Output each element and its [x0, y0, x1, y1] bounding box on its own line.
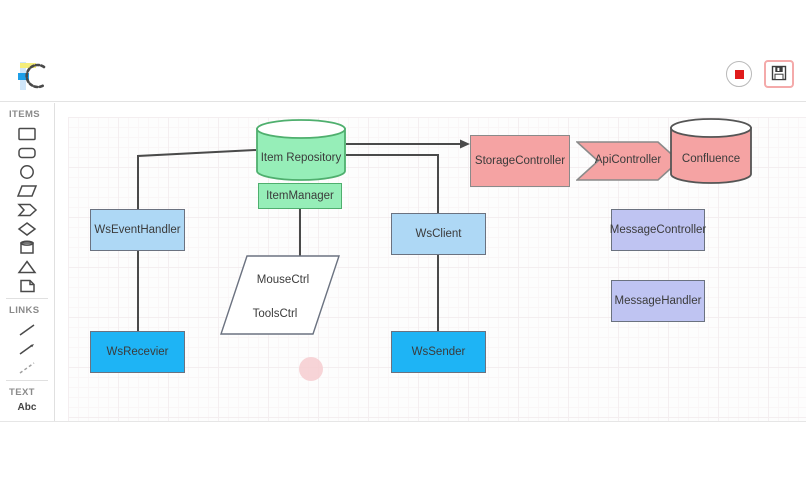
- palette-item-plain-line-link[interactable]: [0, 320, 54, 339]
- parallelogram-icon: [220, 255, 340, 335]
- palette-group-label-text: TEXT: [9, 387, 35, 398]
- palette-divider-1: [6, 298, 48, 299]
- palette-item-arrow-pentagon-shape[interactable]: [0, 200, 54, 219]
- diagram-node-label: WsEventHandler: [94, 223, 181, 236]
- arrow-pentagon-icon: [576, 141, 680, 181]
- palette-item-diamond-shape[interactable]: [0, 219, 54, 238]
- cursor-highlight-dot: [299, 357, 323, 381]
- record-button[interactable]: [726, 61, 752, 87]
- header-actions: [726, 60, 794, 88]
- diagram-node-label: ItemManager: [266, 189, 334, 202]
- diagram-node-item-manager[interactable]: ItemManager: [258, 183, 342, 209]
- palette-item-text-tool[interactable]: Abc: [17, 402, 37, 413]
- save-button[interactable]: [764, 60, 794, 88]
- diagram-node-ws-sender[interactable]: WsSender: [391, 331, 486, 373]
- palette-item-parallelogram-shape[interactable]: [0, 181, 54, 200]
- shape-palette-sidebar: ITEMS LINK: [0, 103, 55, 421]
- diagram-node-api-controller[interactable]: ApiController: [576, 141, 680, 181]
- app-logo: [14, 56, 54, 96]
- floppy-disk-icon: [771, 65, 787, 84]
- palette-item-rectangle-shape[interactable]: [0, 124, 54, 143]
- palette-item-circle-shape[interactable]: [0, 162, 54, 181]
- diagram-node-label: WsSender: [411, 345, 466, 358]
- palette-item-cylinder-shape[interactable]: [0, 238, 54, 257]
- palette-group-label-links: LINKS: [9, 305, 40, 316]
- palette-item-document-shape[interactable]: [0, 276, 54, 295]
- diagram-node-message-handler[interactable]: MessageHandler: [611, 280, 705, 322]
- palette-item-triangle-shape[interactable]: [0, 257, 54, 276]
- diagram-node-item-repository[interactable]: Item Repository: [256, 119, 346, 181]
- palette-group-label-items: ITEMS: [9, 109, 41, 120]
- diagram-node-ws-client[interactable]: WsClient: [391, 213, 486, 255]
- palette-item-rounded-rectangle-shape[interactable]: [0, 143, 54, 162]
- palette-item-arrow-line-link[interactable]: [0, 339, 54, 358]
- palette-item-dashed-line-link[interactable]: [0, 358, 54, 377]
- bottom-strip: [0, 421, 806, 502]
- diagram-node-label: WsClient: [415, 227, 462, 240]
- diagram-node-label: StorageController: [474, 154, 566, 167]
- cylinder-icon: [670, 118, 752, 184]
- palette-divider-2: [6, 380, 48, 381]
- app-header: [0, 0, 806, 102]
- diagram-node-label: WsRecevier: [106, 345, 169, 358]
- diagram-node-ws-receiver[interactable]: WsRecevier: [90, 331, 185, 373]
- diagram-node-confluence[interactable]: Confluence: [670, 118, 752, 184]
- diagram-node-label: MessageController: [609, 223, 707, 236]
- diagram-node-ws-event-handler[interactable]: WsEventHandler: [90, 209, 185, 251]
- cylinder-icon: [256, 119, 346, 181]
- diagram-node-label: MessageHandler: [614, 294, 702, 307]
- diagram-node-message-controller[interactable]: MessageController: [609, 209, 707, 251]
- diagram-node-storage-controller[interactable]: StorageController: [470, 135, 570, 187]
- record-stop-icon: [734, 69, 744, 79]
